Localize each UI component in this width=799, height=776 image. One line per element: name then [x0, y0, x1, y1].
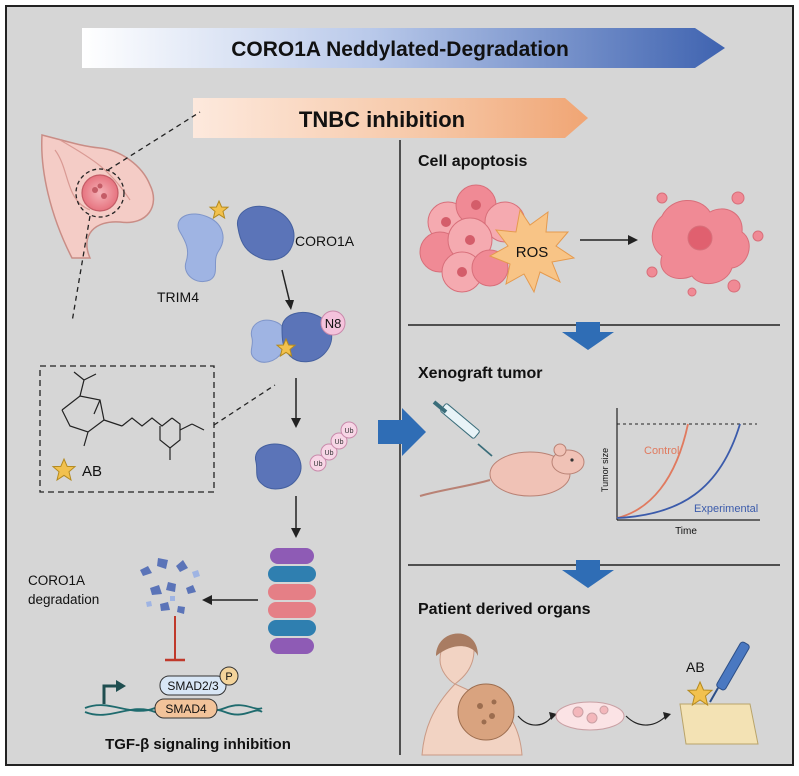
- arrow-2-head: [291, 418, 301, 428]
- zoom-line-3: [213, 384, 276, 426]
- subtitle-banner: [193, 98, 588, 138]
- smad23-pill: [159, 675, 227, 696]
- down-arrow-2: [562, 560, 614, 588]
- ab-legend-label: AB: [82, 463, 102, 480]
- subtitle-text: TNBC inhibition: [299, 107, 465, 132]
- arrow-1-head: [285, 300, 294, 310]
- coro1a-fragments: [140, 558, 200, 614]
- organoid-arrow-2-head: [663, 712, 671, 720]
- patient-icon: [421, 633, 523, 756]
- trim4-label: TRIM4: [157, 289, 199, 305]
- arrow-3-head: [291, 528, 301, 538]
- breast-illustration: [41, 134, 155, 259]
- ub-label-3: Ub: [335, 439, 344, 446]
- apoptosis-title: Cell apoptosis: [418, 153, 527, 170]
- p-label: P: [225, 671, 232, 683]
- ab-treatment-star-icon: [686, 680, 714, 707]
- ub-label-4: Ub: [345, 428, 354, 435]
- ab-star-complex-icon: [275, 337, 297, 358]
- promoter-arrow-head: [116, 680, 126, 692]
- ros-label: ROS: [516, 244, 549, 261]
- down-arrow-1: [562, 322, 614, 350]
- legend-experimental: Experimental: [694, 503, 758, 515]
- coro1a-ub: [254, 443, 302, 490]
- organoid-arrow-2: [625, 715, 667, 726]
- pipette-icon: [709, 641, 750, 703]
- ub-label-2: Ub: [325, 450, 334, 457]
- coro1a-protein: [236, 205, 295, 261]
- ab-structure-icon: [61, 371, 205, 460]
- apoptotic-cell: [646, 191, 764, 297]
- ub-1: [309, 454, 327, 472]
- organoid-arrow-1: [517, 715, 553, 726]
- apoptosis-arrow-head: [628, 235, 638, 245]
- zoom-line-1: [107, 111, 201, 171]
- ub-label-1: Ub: [314, 461, 323, 468]
- n8-label: N8: [325, 316, 342, 331]
- xenograft-title: Xenograft tumor: [418, 365, 542, 382]
- legend-control: Control: [644, 445, 679, 457]
- syringe-icon: [432, 400, 493, 457]
- chart-xlabel: Time: [675, 526, 697, 537]
- tgf-label: TGF-β signaling inhibition: [105, 736, 291, 753]
- series-line-control: [616, 423, 689, 519]
- ab-treatment-label: AB: [686, 659, 705, 675]
- arrow-1: [281, 269, 291, 304]
- ub-2: [320, 443, 338, 461]
- degradation-label-2: degradation: [28, 592, 99, 607]
- n8-badge: [320, 310, 346, 336]
- ub-4: [340, 421, 358, 439]
- smad4-pill: [154, 698, 218, 719]
- mouse-icon: [419, 443, 585, 497]
- organs-title: Patient derived organs: [418, 601, 591, 618]
- petri-dish-icon: [555, 701, 625, 731]
- trim4-protein: [177, 213, 224, 282]
- chart-ylabel: Tumor size: [600, 448, 610, 492]
- tumor-growth-chart: Tumor size Time Control Experimental: [600, 408, 760, 537]
- big-right-arrow: [378, 408, 426, 456]
- title-text: CORO1A Neddylated-Degradation: [231, 38, 569, 61]
- p-badge: [219, 666, 239, 686]
- well-plate-icon: [679, 703, 759, 745]
- ros-burst: [488, 208, 576, 294]
- smad23-label: SMAD2/3: [167, 679, 219, 693]
- degradation-label-1: CORO1A: [28, 573, 85, 588]
- coro1a-label: CORO1A: [295, 233, 355, 249]
- proteasome-icon: [268, 548, 316, 654]
- organoid-arrow-1-head: [549, 712, 557, 720]
- title-banner: [82, 28, 725, 68]
- ab-legend-star-icon: [51, 457, 77, 482]
- smad4-label: SMAD4: [165, 702, 207, 716]
- series-line-experimental: [616, 423, 741, 519]
- promoter-arrow: [102, 684, 118, 704]
- ab-star-icon: [208, 199, 230, 220]
- ub-3: [330, 432, 348, 450]
- arrow-4-head: [202, 595, 212, 605]
